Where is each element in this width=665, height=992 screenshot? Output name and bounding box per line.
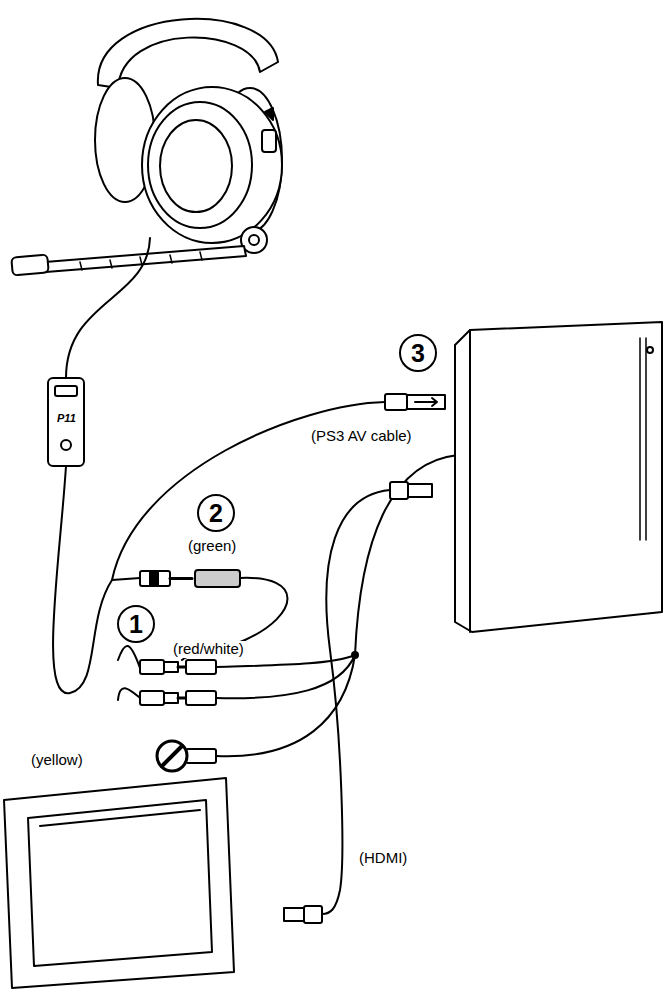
callout-circle: 2: [197, 494, 235, 532]
color-label: (green): [187, 538, 237, 555]
ps3-console: [455, 322, 662, 632]
color-label: (yellow): [30, 752, 84, 769]
callout-number: 1: [129, 612, 143, 637]
callout-circle: 1: [117, 605, 155, 643]
inline-control: [48, 378, 84, 466]
headset-cable: [53, 466, 140, 693]
color-label: (red/white): [172, 641, 245, 658]
callout-number: 2: [209, 501, 223, 526]
headset: [11, 19, 282, 378]
callout-number: 3: [411, 341, 425, 366]
usb-plug: [385, 394, 445, 410]
tv: [4, 778, 234, 988]
callout-circle: 3: [399, 334, 437, 372]
hdmi-cable: [284, 482, 432, 923]
green-jack: [140, 570, 288, 660]
logo-text: P11: [56, 412, 77, 424]
cable-label: (PS3 AV cable): [310, 428, 413, 445]
cable-label: (HDMI): [358, 850, 408, 867]
rca-plugs: [118, 646, 216, 771]
